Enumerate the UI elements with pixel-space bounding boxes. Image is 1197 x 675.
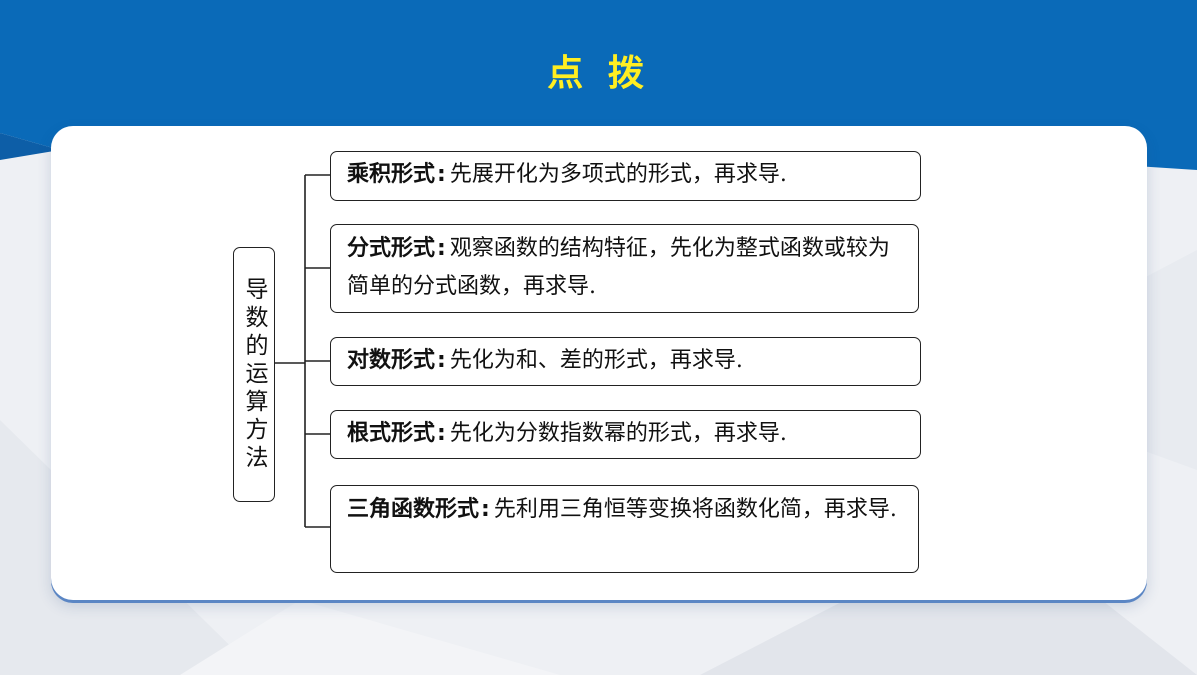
- branch-text: 先化为和、差的形式，再求导.: [449, 348, 743, 373]
- branch-radical-form: 根式形式:先化为分数指数幂的形式，再求导.: [330, 410, 921, 459]
- branch-trig-form: 三角函数形式:先利用三角恒等变换将函数化简，再求导.: [330, 485, 919, 573]
- colon: :: [437, 348, 446, 373]
- branch-term: 三角函数形式: [347, 497, 480, 522]
- colon: :: [437, 236, 446, 261]
- branch-text: 观察函数的结构特征，先化为整式函数或较为简单的分式函数，再求导.: [347, 236, 890, 299]
- branch-term: 乘积形式: [347, 162, 436, 187]
- branch-text: 先利用三角恒等变换将函数化简，再求导.: [493, 497, 897, 522]
- branch-fraction-form: 分式形式:观察函数的结构特征，先化为整式函数或较为简单的分式函数，再求导.: [330, 224, 919, 313]
- branch-product-form: 乘积形式:先展开化为多项式的形式，再求导.: [330, 151, 921, 201]
- branch-term: 分式形式: [347, 236, 436, 261]
- branch-term: 根式形式: [347, 421, 436, 446]
- root-label: 导数的运算方法: [241, 276, 267, 473]
- colon: :: [481, 497, 490, 522]
- slide-title: 点 拨: [547, 53, 650, 94]
- branch-text: 先展开化为多项式的形式，再求导.: [449, 162, 787, 187]
- root-node: 导数的运算方法: [233, 247, 275, 502]
- colon: :: [437, 162, 446, 187]
- branch-log-form: 对数形式:先化为和、差的形式，再求导.: [330, 337, 921, 386]
- branch-term: 对数形式: [347, 348, 436, 373]
- branch-text: 先化为分数指数幂的形式，再求导.: [449, 421, 787, 446]
- colon: :: [437, 421, 446, 446]
